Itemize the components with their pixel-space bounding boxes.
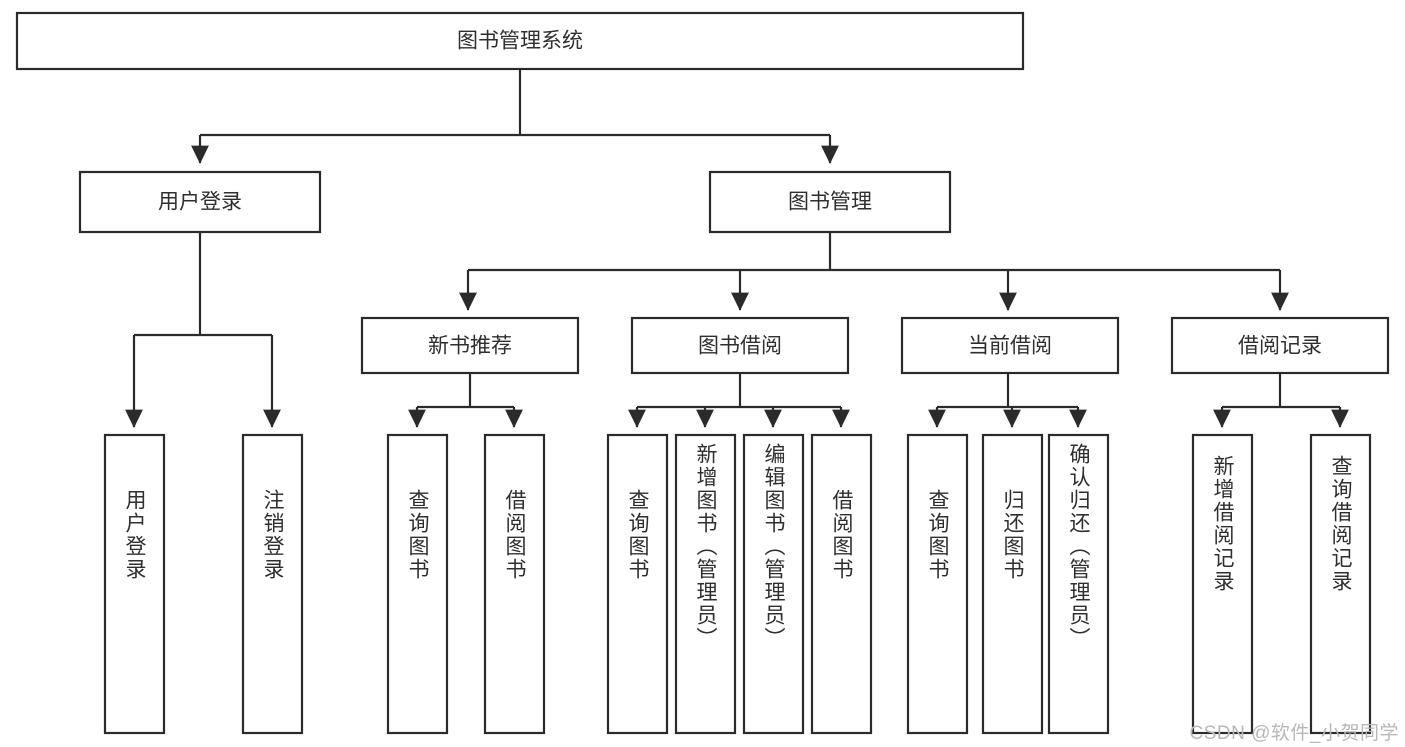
node-book-borrow[interactable]: 图书借阅 bbox=[630, 316, 850, 375]
node-label-book-borrow: 图书借阅 bbox=[698, 335, 782, 358]
node-box-nb-query-book[interactable] bbox=[386, 433, 449, 735]
node-box-br-query-record[interactable] bbox=[1309, 433, 1372, 735]
node-box-user-login[interactable] bbox=[78, 170, 322, 234]
connector-group-borrow-record bbox=[1213, 373, 1349, 428]
node-box-cb-confirm-return[interactable] bbox=[1047, 433, 1110, 735]
node-label-new-book-recommend: 新书推荐 bbox=[428, 335, 512, 358]
connector-group-new-book-recommend bbox=[408, 373, 523, 428]
node-new-book-recommend[interactable]: 新书推荐 bbox=[360, 316, 580, 375]
connector-group-book-borrow bbox=[628, 373, 850, 428]
node-box-user-login-leaf[interactable] bbox=[103, 433, 166, 735]
node-label-root: 图书管理系统 bbox=[457, 30, 583, 53]
node-box-br-add-record[interactable] bbox=[1191, 433, 1254, 735]
node-label-borrow-record: 借阅记录 bbox=[1238, 335, 1322, 358]
node-book-manage[interactable]: 图书管理 bbox=[708, 170, 952, 234]
watermark-text: CSDN @软件_小贺同学 bbox=[1189, 723, 1399, 744]
node-box-borrow-record[interactable] bbox=[1170, 316, 1390, 375]
connector-group-user-login bbox=[125, 232, 281, 428]
node-label-book-manage: 图书管理 bbox=[788, 191, 872, 214]
node-box-bb-borrow-book[interactable] bbox=[810, 433, 873, 735]
connector-group-root bbox=[191, 69, 839, 164]
node-user-login[interactable]: 用户登录 bbox=[78, 170, 322, 234]
node-box-cb-query-book[interactable] bbox=[906, 433, 969, 735]
node-box-bb-add-book[interactable] bbox=[674, 433, 737, 735]
node-box-book-borrow[interactable] bbox=[630, 316, 850, 375]
node-box-book-manage[interactable] bbox=[708, 170, 952, 234]
node-root-system[interactable]: 图书管理系统 bbox=[15, 11, 1025, 71]
node-label-user-login: 用户登录 bbox=[158, 191, 242, 214]
node-box-new-book-recommend[interactable] bbox=[360, 316, 580, 375]
node-box-bb-edit-book[interactable] bbox=[742, 433, 805, 735]
node-box-user-logout-leaf[interactable] bbox=[241, 433, 304, 735]
node-box-bb-query-book[interactable] bbox=[606, 433, 669, 735]
node-box-cb-return-book[interactable] bbox=[981, 433, 1044, 735]
node-box-current-borrow[interactable] bbox=[900, 316, 1120, 375]
connector-group-current-borrow bbox=[928, 373, 1087, 428]
node-box-nb-borrow-book[interactable] bbox=[483, 433, 546, 735]
node-borrow-record[interactable]: 借阅记录 bbox=[1170, 316, 1390, 375]
node-current-borrow[interactable]: 当前借阅 bbox=[900, 316, 1120, 375]
connector-group-book-manage bbox=[459, 232, 1289, 311]
node-box-root[interactable] bbox=[15, 11, 1025, 71]
node-label-current-borrow: 当前借阅 bbox=[968, 335, 1052, 358]
